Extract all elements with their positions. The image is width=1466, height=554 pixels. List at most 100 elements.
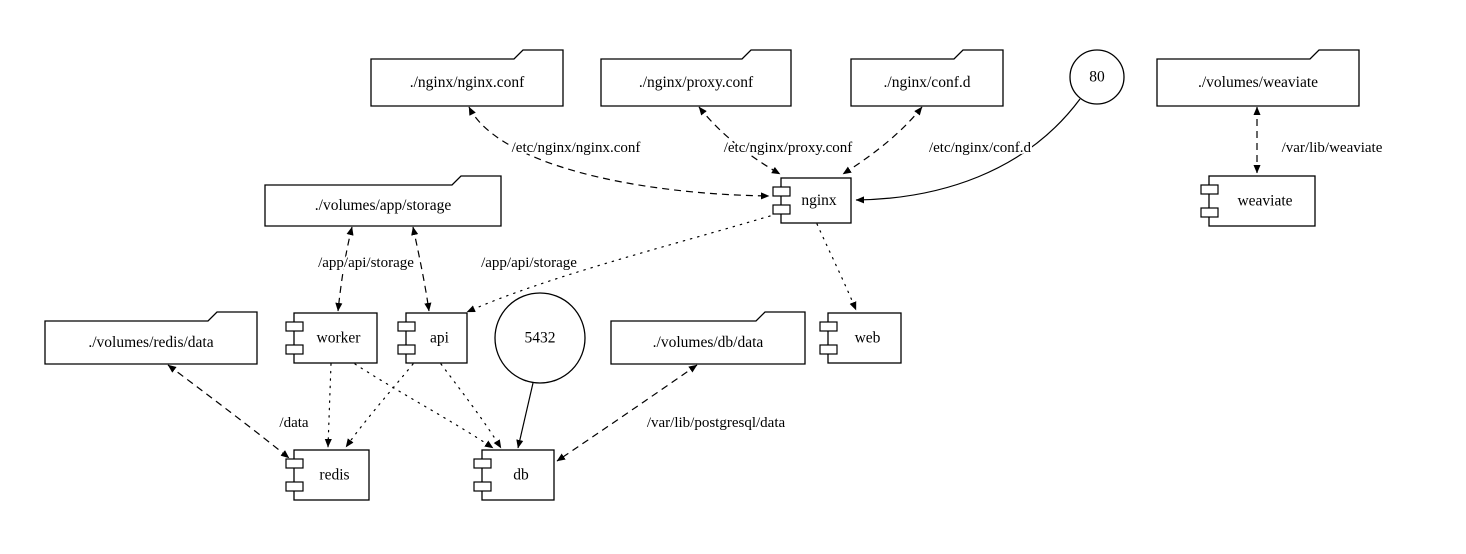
edge-proxyconf-nginx-line <box>698 106 781 175</box>
edge-port5432-db <box>516 382 534 449</box>
component-tab-icon <box>473 481 492 492</box>
folder-shape <box>264 175 502 227</box>
node-api-service: api <box>397 312 468 364</box>
node-confd-volume: ./nginx/conf.d <box>850 49 1004 107</box>
edge-api-db <box>440 363 502 449</box>
edge-worker-db-line <box>354 363 494 449</box>
edge-dbdata-db <box>556 364 698 462</box>
edge-worker-redis <box>324 363 332 448</box>
folder-shape <box>44 311 258 365</box>
port-circle-shape <box>494 292 586 384</box>
component-tab-icon <box>285 344 304 355</box>
component-tab-icon <box>1200 207 1219 218</box>
edge-nginx-api <box>466 215 771 313</box>
edge-api-db-line <box>440 363 502 449</box>
component-tab-icon <box>819 321 838 332</box>
edge-proxyconf-nginx-label: /etc/nginx/proxy.conf <box>724 140 853 156</box>
edge-worker-redis-line <box>324 363 332 448</box>
edge-confd-nginx-line <box>842 106 923 175</box>
edge-storage-api-line <box>411 226 432 312</box>
component-tab-icon <box>285 458 304 469</box>
node-redis-service: redis <box>285 449 370 501</box>
component-tab-icon <box>397 344 416 355</box>
node-db-service: db <box>473 449 555 501</box>
component-body <box>481 449 555 501</box>
component-tab-icon <box>397 321 416 332</box>
node-nginx-conf-volume: ./nginx/nginx.conf <box>370 49 564 107</box>
node-weaviate-volume: ./volumes/weaviate <box>1156 49 1360 107</box>
component-body <box>827 312 902 364</box>
node-app-storage-volume-label: ./volumes/app/storage <box>315 197 452 214</box>
component-body <box>293 312 378 364</box>
node-weaviate-service: weaviate <box>1200 175 1316 227</box>
edge-storage-worker-line <box>335 226 354 312</box>
node-db-data-volume: ./volumes/db/data <box>610 311 806 365</box>
component-body <box>293 449 370 501</box>
node-nginx-service: nginx <box>772 177 852 224</box>
edge-confd-nginx-label: /etc/nginx/conf.d <box>929 140 1032 156</box>
edge-redisdata-redis <box>167 364 290 459</box>
node-worker-service: worker <box>285 312 378 364</box>
folder-shape <box>370 49 564 107</box>
node-web-service: web <box>819 312 902 364</box>
edge-storage-worker-label: /app/api/storage <box>318 255 414 271</box>
edge-worker-db <box>354 363 494 449</box>
node-weaviate-volume-label: ./volumes/weaviate <box>1198 74 1318 91</box>
node-confd-volume-label: ./nginx/conf.d <box>884 74 971 91</box>
node-db-service-label: db <box>513 467 529 484</box>
folder-shape <box>600 49 792 107</box>
node-port-5432-label: 5432 <box>525 330 556 347</box>
edge-nginxconf-nginx-line <box>468 106 770 200</box>
component-tab-icon <box>772 186 791 197</box>
folder-shape <box>850 49 1004 107</box>
edge-port5432-db-line <box>516 382 534 449</box>
edge-storage-api <box>411 226 432 312</box>
port-circle-shape <box>1069 49 1125 105</box>
node-worker-service-label: worker <box>317 330 362 347</box>
component-tab-icon <box>772 204 791 215</box>
node-redis-data-volume: ./volumes/redis/data <box>44 311 258 365</box>
component-tab-icon <box>285 481 304 492</box>
edge-port80-nginx <box>855 98 1081 204</box>
node-nginx-service-label: nginx <box>801 192 837 209</box>
edge-proxyconf-nginx <box>698 106 781 175</box>
node-app-storage-volume: ./volumes/app/storage <box>264 175 502 227</box>
folder-shape <box>610 311 806 365</box>
edge-confd-nginx <box>842 106 923 175</box>
edge-nginx-api-line <box>466 215 771 313</box>
node-web-service-label: web <box>855 330 881 347</box>
edge-redisdata-redis-label: /data <box>279 415 308 431</box>
node-api-service-label: api <box>430 330 450 347</box>
node-db-data-volume-label: ./volumes/db/data <box>653 334 764 351</box>
folder-shape <box>1156 49 1360 107</box>
edge-api-redis <box>345 363 414 448</box>
component-tab-icon <box>1200 184 1219 195</box>
node-redis-data-volume-label: ./volumes/redis/data <box>88 334 213 351</box>
edge-label-layer: /etc/nginx/nginx.conf/etc/nginx/proxy.co… <box>277 138 1384 433</box>
component-body <box>780 177 852 224</box>
node-layer: ./nginx/nginx.conf ./nginx/proxy.conf ./ng… <box>44 49 1360 501</box>
node-proxy-conf-volume-label: ./nginx/proxy.conf <box>639 74 754 91</box>
edge-storage-worker <box>335 226 354 312</box>
edge-weaviatevol-weaviate-label: /var/lib/weaviate <box>1282 140 1383 156</box>
component-tab-icon <box>819 344 838 355</box>
node-weaviate-service-label: weaviate <box>1237 193 1292 210</box>
edge-port80-nginx-line <box>855 98 1081 204</box>
node-nginx-conf-volume-label: ./nginx/nginx.conf <box>410 74 525 91</box>
edge-layer <box>167 98 1261 462</box>
edge-storage-api-label: /app/api/storage <box>481 255 577 271</box>
node-redis-service-label: redis <box>319 467 349 484</box>
edge-dbdata-db-label: /var/lib/postgresql/data <box>647 415 786 431</box>
node-port-80-label: 80 <box>1089 69 1105 86</box>
edge-redisdata-redis-line <box>167 364 290 459</box>
edge-api-redis-line <box>345 363 414 448</box>
node-proxy-conf-volume: ./nginx/proxy.conf <box>600 49 792 107</box>
node-port-5432: 5432 <box>494 292 586 384</box>
component-tab-icon <box>473 458 492 469</box>
component-tab-icon <box>285 321 304 332</box>
edge-nginxconf-nginx-label: /etc/nginx/nginx.conf <box>512 140 641 156</box>
component-body <box>1208 175 1316 227</box>
edge-nginxconf-nginx <box>468 106 770 200</box>
